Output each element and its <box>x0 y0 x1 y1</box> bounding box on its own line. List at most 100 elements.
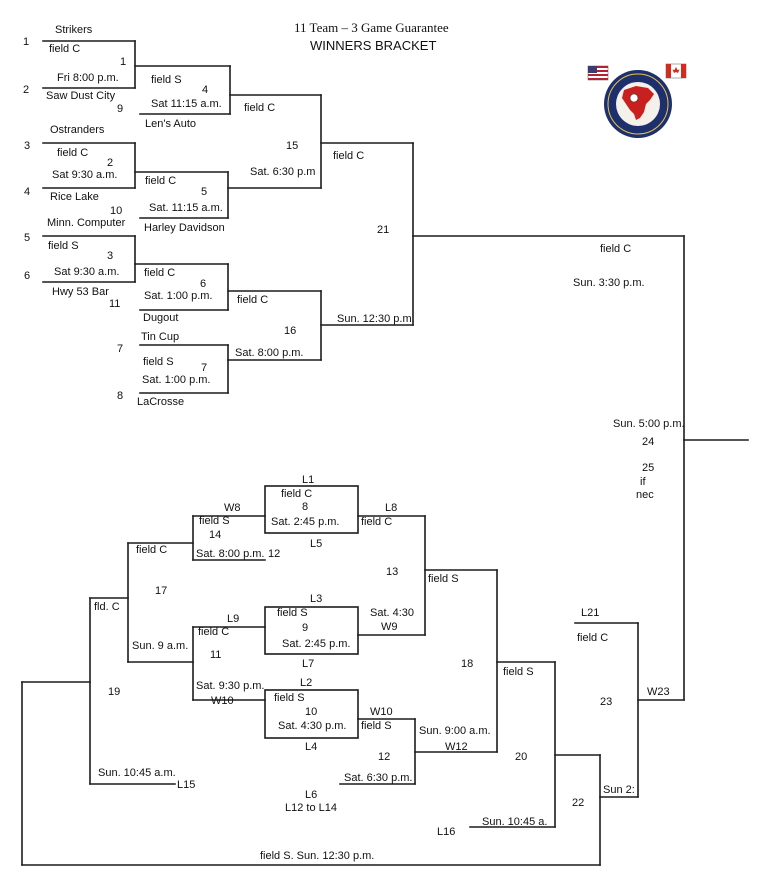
game-number: 7 <box>201 362 208 374</box>
game-time: Fri 8:00 p.m. <box>57 72 119 84</box>
game-number: 18 <box>461 658 474 670</box>
game-time: Sat. 8:00 p.m. <box>235 347 304 359</box>
game-number: 25 <box>642 462 655 474</box>
game-field: field C <box>577 632 609 644</box>
game-time: Sat. 8:00 p.m. <box>196 548 265 560</box>
game-number: 11 <box>210 649 222 661</box>
seed-number: 2 <box>23 84 30 96</box>
winner-slot: W10 <box>211 695 234 707</box>
game-field: field S <box>48 240 79 252</box>
game-number: 2 <box>107 157 114 169</box>
game-field: field C <box>237 294 269 306</box>
game-time: Sun. 10:45 a. <box>482 816 548 828</box>
team-name: LaCrosse <box>137 396 185 408</box>
game-field: field C <box>600 243 632 255</box>
game-number: 22 <box>572 797 585 809</box>
winner-slot: 12 <box>268 548 281 560</box>
game-field: field C <box>198 626 230 638</box>
game-note: if <box>640 476 646 488</box>
team-name: Hwy 53 Bar <box>52 286 109 298</box>
game-field: field S <box>428 573 459 585</box>
game-time: Sat. 4:30 <box>370 607 415 619</box>
loser-slot: L4 <box>305 741 318 753</box>
team-name: Harley Davidson <box>144 222 225 234</box>
canada-flag <box>665 63 687 79</box>
seed-number: 8 <box>117 390 124 402</box>
game-number: 20 <box>515 751 528 763</box>
game-note: nec <box>636 489 654 501</box>
game-number: 15 <box>286 140 299 152</box>
loser-slot: L1 <box>302 474 315 486</box>
game-number: 6 <box>200 278 207 290</box>
game-number: 3 <box>107 250 114 262</box>
game-time: field S. Sun. 12:30 p.m. <box>260 850 375 862</box>
game-number: 17 <box>155 585 168 597</box>
winner-slot: W12 <box>445 741 468 753</box>
seed-number: 1 <box>23 36 30 48</box>
game-field: field C <box>281 488 313 500</box>
game-time: Sat. 4:30 p.m. <box>278 720 347 732</box>
game-number: 1 <box>120 56 127 68</box>
game-field: field S <box>143 356 174 368</box>
game-time: Sat. 2:45 p.m. <box>282 638 351 650</box>
team-name: Tin Cup <box>141 331 180 343</box>
loser-slot: L7 <box>302 658 315 670</box>
game-time: Sun 2: <box>603 784 635 796</box>
game-time: Sun. 9:00 a.m. <box>419 725 491 737</box>
loser-slot: L15 <box>177 779 196 791</box>
game-field: field C <box>57 147 89 159</box>
game-field: field C <box>136 544 168 556</box>
game-field: field S <box>151 74 182 86</box>
game-field: field C <box>49 43 81 55</box>
game-time: Sat. 6:30 p.m. <box>344 772 413 784</box>
loser-slot: L8 <box>385 502 398 514</box>
game-number: 21 <box>377 224 390 236</box>
winner-slot: W8 <box>224 502 241 514</box>
game-time: Sat. 6:30 p.m <box>250 166 316 178</box>
game-field: field S <box>199 515 230 527</box>
loser-slot: L12 to L14 <box>285 802 337 814</box>
game-number: 23 <box>600 696 613 708</box>
team-name: Dugout <box>143 312 179 324</box>
north-america-map-icon <box>622 86 654 120</box>
page-subtitle: WINNERS BRACKET <box>310 38 437 53</box>
game-number: 13 <box>386 566 399 578</box>
game-time: Sat 11:15 a.m. <box>151 98 222 110</box>
winner-slot: W23 <box>647 686 670 698</box>
game-time: Sat 9:30 a.m. <box>52 169 118 181</box>
seed-number: 4 <box>24 186 31 198</box>
game-field: fld. C <box>94 601 120 613</box>
game-field: field C <box>333 150 365 162</box>
seed-number: 11 <box>109 298 121 310</box>
seed-number: 9 <box>117 103 124 115</box>
game-time: Sat 9:30 a.m. <box>54 266 120 278</box>
loser-slot: L2 <box>300 677 313 689</box>
loser-slot: L21 <box>581 607 600 619</box>
team-name: Rice Lake <box>50 191 99 203</box>
game-time: Sun. 12:30 p.m. <box>337 313 415 325</box>
team-name: Saw Dust City <box>46 90 116 102</box>
game-number: 14 <box>209 529 222 541</box>
game-time: Sat. 9:30 p.m. <box>196 680 265 692</box>
loser-slot: L5 <box>310 538 323 550</box>
loser-slot: L16 <box>437 826 456 838</box>
game-time: Sat. 2:45 p.m. <box>271 516 340 528</box>
team-name: Len's Auto <box>145 118 197 130</box>
game-number: 19 <box>108 686 121 698</box>
game-number: 9 <box>302 622 309 634</box>
winner-slot: W10 <box>370 706 393 718</box>
seed-number: 3 <box>24 140 31 152</box>
seed-number: 7 <box>117 343 124 355</box>
game-time: Sun. 9 a.m. <box>132 640 189 652</box>
game-number: 16 <box>284 325 297 337</box>
game-time: Sat. 11:15 a.m. <box>149 202 223 214</box>
winner-slot: W9 <box>381 621 398 633</box>
game-number: 8 <box>302 501 309 513</box>
game-field: field C <box>145 175 177 187</box>
seed-number: 6 <box>24 270 31 282</box>
team-name: Ostranders <box>50 124 105 136</box>
game-field: field C <box>244 102 276 114</box>
seed-number: 10 <box>110 205 123 217</box>
game-field: field S <box>503 666 534 678</box>
